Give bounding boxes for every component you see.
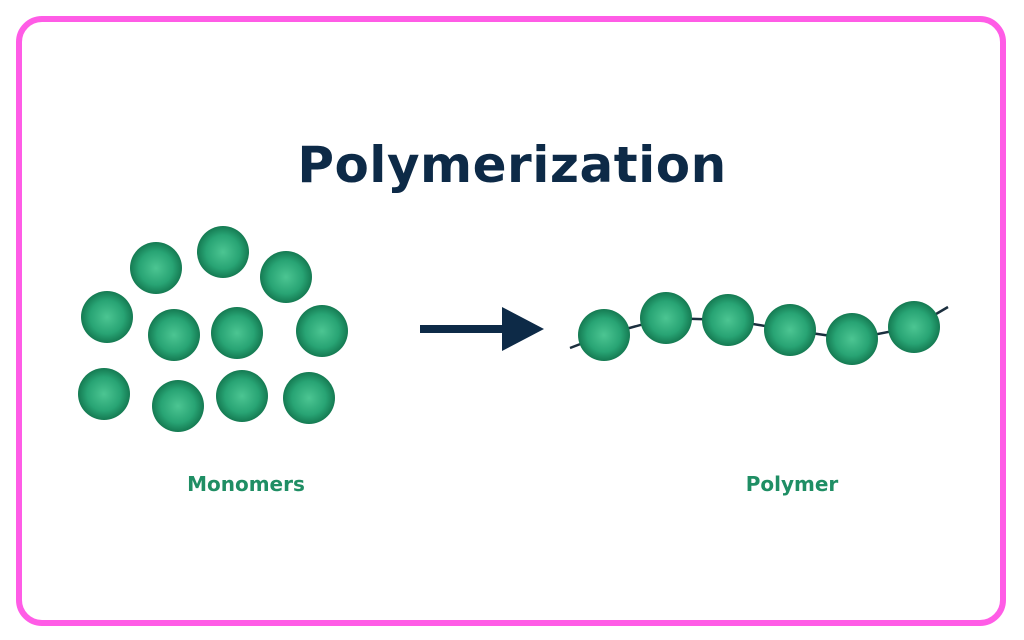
monomer <box>296 305 348 357</box>
polymer-unit <box>640 292 692 344</box>
polymer-unit <box>826 313 878 365</box>
monomer <box>152 380 204 432</box>
monomer-cluster <box>78 226 348 432</box>
monomer <box>197 226 249 278</box>
polymer-chain <box>569 292 949 365</box>
diagram-title: Polymerization <box>297 136 727 194</box>
monomer <box>283 372 335 424</box>
monomer <box>260 251 312 303</box>
reaction-arrow <box>420 307 544 351</box>
polymer-unit <box>888 301 940 353</box>
polymer-unit <box>578 309 630 361</box>
monomer <box>148 309 200 361</box>
polymer-unit <box>702 294 754 346</box>
monomer <box>78 368 130 420</box>
monomer <box>130 242 182 294</box>
monomers-label: Monomers <box>187 472 305 496</box>
monomer <box>81 291 133 343</box>
monomer <box>216 370 268 422</box>
polymer-unit <box>764 304 816 356</box>
polymer-label: Polymer <box>745 472 839 496</box>
monomer <box>211 307 263 359</box>
